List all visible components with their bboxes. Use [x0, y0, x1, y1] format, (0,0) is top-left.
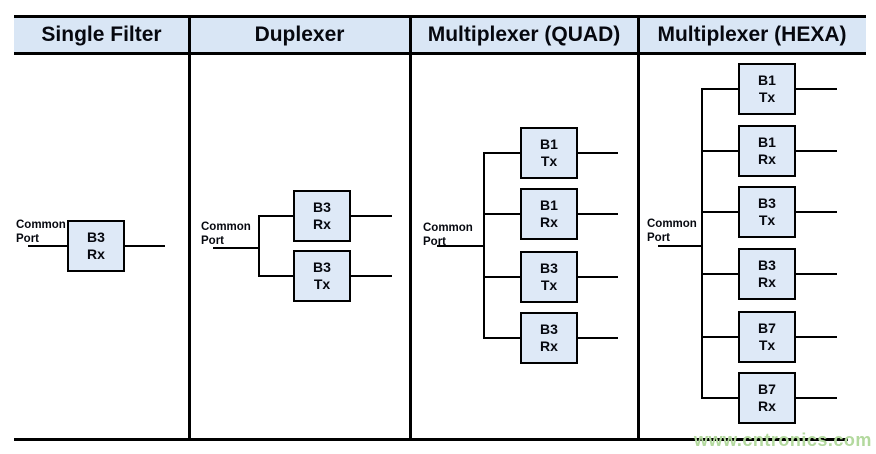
filter-band: B3: [758, 195, 776, 212]
branch-wire: [483, 276, 520, 278]
filter-band: B3: [540, 260, 558, 277]
filter-mode: Rx: [313, 216, 331, 232]
filter-box-b1-tx: B1 Tx: [520, 127, 578, 179]
column-divider: [637, 15, 640, 440]
bus-wire: [701, 88, 703, 399]
filter-band: B3: [540, 321, 558, 338]
filter-mode: Rx: [758, 398, 776, 414]
common-port-wire: [213, 247, 260, 249]
filter-box-b7-rx: B7 Rx: [738, 372, 796, 424]
filter-band: B1: [758, 134, 776, 151]
filter-mode: Rx: [540, 214, 558, 230]
filter-box-b3-rx: B3 Rx: [67, 220, 125, 272]
filter-band: B7: [758, 320, 776, 337]
table-bottom-border: [14, 438, 848, 441]
common-port-label: Common Port: [423, 222, 473, 248]
common-port-label: Common Port: [647, 218, 697, 244]
filter-mode: Tx: [758, 89, 776, 105]
header-single-filter: Single Filter: [41, 23, 162, 46]
bus-wire: [258, 215, 260, 277]
filter-band: B1: [758, 72, 776, 89]
filter-mode: Tx: [758, 212, 776, 228]
filter-mode: Rx: [87, 246, 105, 262]
filter-mode: Tx: [540, 277, 558, 293]
output-wire: [796, 336, 837, 338]
branch-wire: [701, 397, 738, 399]
branch-wire: [701, 273, 738, 275]
common-port-label: Common Port: [201, 221, 251, 247]
column-divider: [409, 15, 412, 440]
output-wire: [351, 275, 392, 277]
filter-box-b7-tx: B7 Tx: [738, 311, 796, 363]
header-multiplexer-quad: Multiplexer (QUAD): [427, 23, 621, 46]
filter-band: B3: [313, 259, 331, 276]
branch-wire: [483, 213, 520, 215]
filter-mode: Tx: [313, 276, 331, 292]
output-wire: [796, 150, 837, 152]
common-port-label: Common Port: [16, 219, 66, 245]
bus-wire: [483, 152, 485, 339]
filter-box-b1-tx: B1 Tx: [738, 63, 796, 115]
common-port-wire: [658, 245, 703, 247]
filter-mode: Tx: [758, 337, 776, 353]
branch-wire: [701, 336, 738, 338]
filter-mode: Tx: [540, 153, 558, 169]
filter-band: B3: [313, 199, 331, 216]
output-wire: [796, 211, 837, 213]
branch-wire: [483, 337, 520, 339]
filter-box-b3-tx: B3 Tx: [738, 186, 796, 238]
common-port-wire: [28, 245, 67, 247]
filter-box-b3-tx: B3 Tx: [293, 250, 351, 302]
branch-wire: [258, 215, 293, 217]
filter-box-b3-rx: B3 Rx: [293, 190, 351, 242]
filter-band: B1: [540, 197, 558, 214]
filter-mode: Rx: [758, 274, 776, 290]
branch-wire: [258, 275, 293, 277]
output-wire: [578, 337, 618, 339]
filter-box-b3-tx: B3 Tx: [520, 251, 578, 303]
output-wire: [125, 245, 165, 247]
filter-band: B3: [87, 229, 105, 246]
filter-box-b3-rx: B3 Rx: [738, 248, 796, 300]
filter-box-b3-rx: B3 Rx: [520, 312, 578, 364]
watermark: www.cntronics.com: [694, 430, 872, 450]
branch-wire: [701, 88, 738, 90]
output-wire: [578, 152, 618, 154]
output-wire: [796, 88, 837, 90]
branch-wire: [701, 150, 738, 152]
column-divider: [188, 15, 191, 440]
filter-mode: Rx: [540, 338, 558, 354]
filter-box-b1-rx: B1 Rx: [520, 188, 578, 240]
output-wire: [796, 397, 837, 399]
filter-box-b1-rx: B1 Rx: [738, 125, 796, 177]
output-wire: [578, 213, 618, 215]
header-duplexer: Duplexer: [254, 23, 345, 46]
filter-band: B7: [758, 381, 776, 398]
branch-wire: [483, 152, 520, 154]
output-wire: [578, 276, 618, 278]
output-wire: [796, 273, 837, 275]
common-port-wire: [437, 245, 485, 247]
header-band: [14, 15, 866, 55]
branch-wire: [701, 211, 738, 213]
header-multiplexer-hexa: Multiplexer (HEXA): [657, 23, 847, 46]
filter-band: B1: [540, 136, 558, 153]
output-wire: [351, 215, 392, 217]
filter-band: B3: [758, 257, 776, 274]
filter-mode: Rx: [758, 151, 776, 167]
